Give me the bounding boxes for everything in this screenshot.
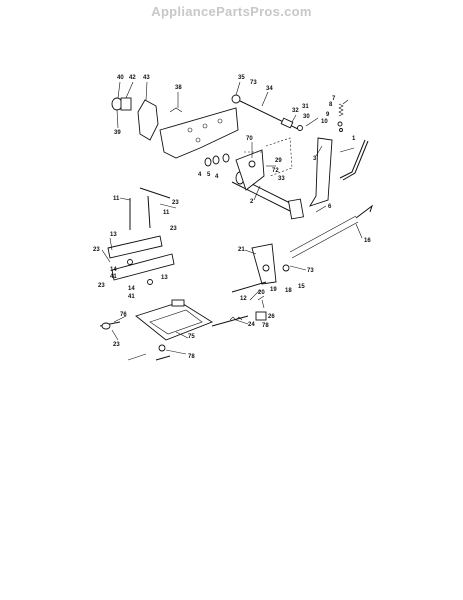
callout-7: 7 (332, 96, 336, 102)
callout-26: 26 (268, 314, 275, 320)
callout-14a: 14 (110, 267, 117, 273)
link-plates (107, 235, 175, 285)
callout-1: 1 (352, 136, 356, 142)
callout-5: 5 (207, 172, 211, 178)
callout-23d: 23 (98, 283, 105, 289)
mounting-bracket (159, 107, 239, 159)
callout-18: 18 (285, 288, 292, 294)
callout-39: 39 (114, 130, 121, 136)
callout-4a: 4 (198, 172, 202, 178)
callout-41a: 41 (110, 274, 117, 280)
spring-small (337, 103, 344, 132)
drag-link (211, 311, 267, 327)
spring-long (289, 204, 373, 259)
callout-78a: 78 (262, 323, 269, 329)
callout-38: 38 (175, 85, 182, 91)
callout-11b: 11 (163, 210, 170, 216)
callout-13a: 13 (110, 232, 117, 238)
callout-78b: 78 (188, 354, 195, 360)
callout-24: 24 (248, 322, 255, 328)
callout-10: 10 (321, 119, 328, 125)
callout-20: 20 (258, 290, 265, 296)
callout-70: 70 (246, 136, 253, 142)
lift-handle-rod (339, 139, 369, 181)
callout-19: 19 (270, 287, 277, 293)
callout-21: 21 (238, 247, 245, 253)
callout-15: 15 (298, 284, 305, 290)
washers (204, 153, 230, 167)
callout-76: 76 (120, 312, 127, 318)
callout-73: 73 (250, 80, 257, 86)
callout-72: 72 (272, 168, 279, 174)
leader-lines (101, 81, 363, 361)
callout-32: 32 (292, 108, 299, 114)
callout-23a: 23 (172, 200, 179, 206)
callout-23c: 23 (93, 247, 100, 253)
callout-3: 3 (313, 156, 317, 162)
callout-6: 6 (328, 204, 332, 210)
callout-34: 34 (266, 86, 273, 92)
callout-29: 29 (275, 158, 282, 164)
lift-arm (308, 137, 333, 207)
callout-35: 35 (238, 75, 245, 81)
cross-shaft (231, 149, 304, 220)
knob-assembly (111, 97, 183, 141)
callout-40: 40 (117, 75, 124, 81)
callout-labels: 40 42 43 38 39 35 73 34 32 31 30 7 8 9 1… (93, 75, 371, 360)
callout-73b: 73 (307, 268, 314, 274)
callout-41b: 41 (128, 294, 135, 300)
callout-13b: 13 (161, 275, 168, 281)
mid-bracket (231, 243, 290, 293)
callout-75: 75 (188, 334, 195, 340)
lower-pins (99, 321, 171, 361)
callout-4b: 4 (215, 174, 219, 180)
callout-43: 43 (143, 75, 150, 81)
callout-8: 8 (329, 102, 333, 108)
watermark-text: AppliancePartsPros.com (151, 4, 312, 19)
callout-14b: 14 (128, 286, 135, 292)
deck-plate (135, 299, 213, 341)
callout-16: 16 (364, 238, 371, 244)
adjust-rod (231, 94, 303, 131)
callout-30: 30 (303, 114, 310, 120)
dashed-guides (244, 137, 293, 177)
callout-23e: 23 (113, 342, 120, 348)
callout-31: 31 (302, 104, 309, 110)
bolts-upper (129, 187, 171, 230)
callout-12: 12 (240, 296, 247, 302)
callout-2: 2 (250, 199, 254, 205)
callout-9: 9 (326, 112, 330, 118)
callout-33: 33 (278, 176, 285, 182)
callout-42: 42 (129, 75, 136, 81)
callout-23b: 23 (170, 226, 177, 232)
callout-11a: 11 (113, 196, 120, 202)
